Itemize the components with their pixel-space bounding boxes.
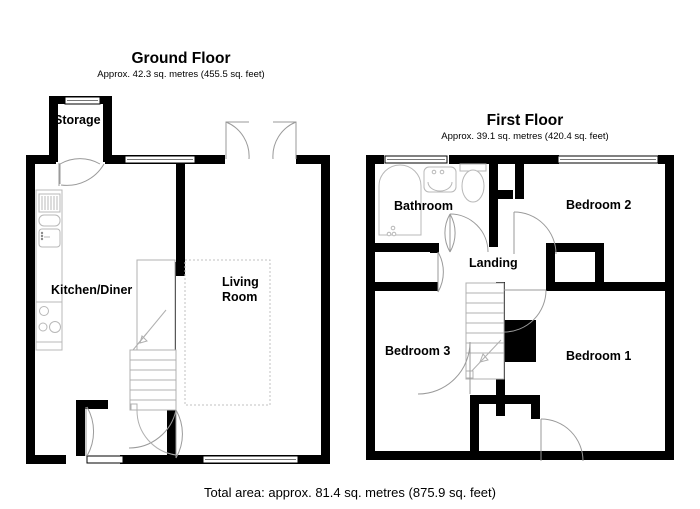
sink xyxy=(38,214,61,248)
total-area-label: Total area: approx. 81.4 sq. metres (875… xyxy=(204,485,496,500)
room-label-living-room-line1: Living xyxy=(222,275,259,289)
ground-floor-group: Ground Floor Approx. 42.3 sq. metres (45… xyxy=(26,50,330,464)
room-label-bedroom-1: Bedroom 1 xyxy=(566,349,631,363)
window-storage-top xyxy=(64,96,101,105)
wall-ff-top-mid xyxy=(449,155,559,164)
wash-basin xyxy=(423,166,457,193)
wall-bottom-left xyxy=(26,455,66,464)
wall-storage-left xyxy=(49,96,58,162)
hob xyxy=(38,193,61,213)
wall-bathroom-right-lower xyxy=(489,199,498,247)
bathtub xyxy=(378,164,422,237)
ground-floor-fixtures xyxy=(35,189,271,456)
room-label-storage: Storage xyxy=(54,113,101,127)
door-bedroom-1 xyxy=(540,418,584,462)
wall-outer-left-bottom xyxy=(26,400,35,464)
wall-bathroom-right-upper xyxy=(489,164,498,199)
ground-floor-windows xyxy=(64,96,299,464)
wall-bathroom-bottom-nib xyxy=(430,243,439,253)
wall-bedroom2-bottom-jog xyxy=(546,243,604,252)
wall-bedroom2-left xyxy=(546,243,555,291)
wall-ff-outer-bottom xyxy=(366,451,674,460)
door-bathroom xyxy=(444,213,489,253)
ground-floor-subtitle: Approx. 42.3 sq. metres (455.5 sq. feet) xyxy=(97,69,264,80)
door-hall xyxy=(128,409,183,459)
understairs-void xyxy=(184,259,271,406)
room-label-living-room-line2: Room xyxy=(222,290,257,304)
stair-bulkhead xyxy=(503,320,536,362)
wall-bedroom2-right-nib xyxy=(595,243,604,291)
first-floor-fixtures xyxy=(378,163,505,380)
window-bathroom xyxy=(384,155,448,164)
ground-floor-doors xyxy=(58,121,297,464)
cooker-rings xyxy=(35,301,63,343)
first-floor-group: First Floor Approx. 39.1 sq. metres (420… xyxy=(366,112,674,462)
window-bedroom-2 xyxy=(557,155,659,164)
staircase-up xyxy=(129,259,177,456)
window-kitchen-top xyxy=(124,155,196,164)
wall-top-left xyxy=(26,155,56,164)
door-bedroom-3 xyxy=(417,341,471,395)
wall-storage-right xyxy=(103,96,112,162)
room-label-bedroom-2: Bedroom 2 xyxy=(566,198,631,212)
window-living-bottom xyxy=(202,455,299,464)
first-floor-title: First Floor xyxy=(487,112,564,129)
front-door xyxy=(85,406,124,464)
wall-ff-outer-left xyxy=(366,155,375,460)
wall-bedroom3-right xyxy=(470,395,479,455)
wall-internal-vertical-upper xyxy=(176,160,185,272)
wall-hall-partition xyxy=(76,400,85,456)
first-floor-labels: Bathroom Bedroom 2 Landing Bedroom 3 Bed… xyxy=(385,198,631,363)
door-storage xyxy=(58,158,105,186)
toilet xyxy=(459,163,487,203)
first-floor-doors xyxy=(417,211,584,462)
wall-internal-vertical-bottom xyxy=(167,404,176,456)
door-bedroom-2 xyxy=(503,211,557,333)
first-floor-subtitle: Approx. 39.1 sq. metres (420.4 sq. feet) xyxy=(441,131,608,142)
wall-bathroom-bottom-left xyxy=(366,243,438,252)
room-label-bedroom-3: Bedroom 3 xyxy=(385,344,450,358)
wall-outer-right xyxy=(321,155,330,460)
ground-floor-title: Ground Floor xyxy=(131,50,230,67)
wall-bedroom2-left-stub xyxy=(515,164,524,199)
wall-ff-outer-right xyxy=(665,155,674,460)
french-doors-living-room xyxy=(225,121,297,160)
wall-top-right xyxy=(296,155,330,164)
wall-outer-left-upper xyxy=(26,155,35,310)
wall-bottom-mid xyxy=(120,455,190,464)
first-floor-windows xyxy=(384,155,659,164)
wall-bedroom3-bottom-nib xyxy=(531,395,540,419)
room-label-kitchen-diner: Kitchen/Diner xyxy=(51,283,132,297)
wall-bedroom3-bottom xyxy=(470,395,540,404)
wall-hall-partition-top xyxy=(76,400,108,409)
wall-outer-left-lower xyxy=(26,300,35,410)
ground-floor-labels: Storage Kitchen/Diner Living Room xyxy=(51,113,259,304)
door-bathroom-landing xyxy=(437,251,444,293)
wall-bedroom2-bottom xyxy=(546,282,674,291)
wall-landing-bottom-left xyxy=(366,282,438,291)
wall-bathroom-right-jog xyxy=(489,190,513,199)
staircase-down xyxy=(465,282,505,380)
room-label-bathroom: Bathroom xyxy=(394,199,453,213)
room-label-landing: Landing xyxy=(469,256,518,270)
